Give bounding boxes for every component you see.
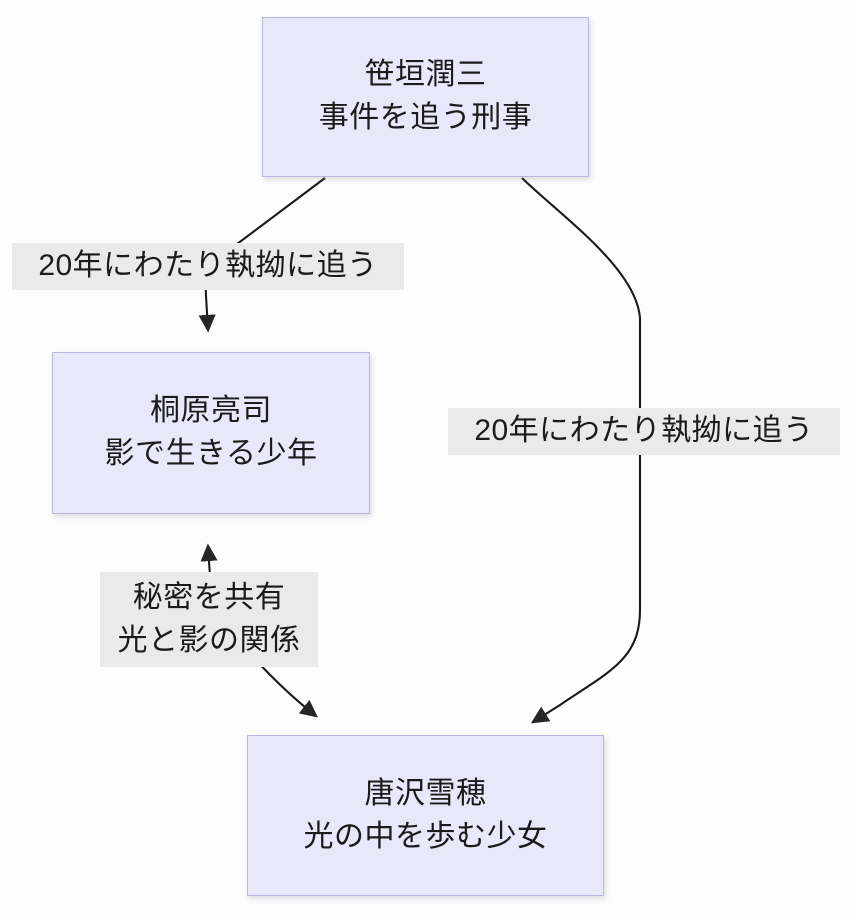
edge-label-sasagaki-to-kirihara: 20年にわたり執拗に追う [12,243,404,290]
node-karasawa-name: 唐沢雪穂 [364,776,487,810]
node-karasawa-yukiho[interactable]: 唐沢雪穂 光の中を歩む少女 [247,735,604,896]
edge-label-text: 20年にわたり執拗に追う [474,414,814,448]
node-sasagaki-name: 笹垣潤三 [364,58,487,92]
node-karasawa-role: 光の中を歩む少女 [303,819,548,853]
edge-label-sasagaki-to-karasawa: 20年にわたり執拗に追う [448,408,840,455]
edge-label-text: 20年にわたり執拗に追う [38,249,378,283]
node-kirihara-ryoji[interactable]: 桐原亮司 影で生きる少年 [52,352,370,514]
edge-label-text-line-2: 光と影の関係 [117,623,301,657]
edge-label-kirihara-karasawa: 秘密を共有 光と影の関係 [100,572,318,667]
node-kirihara-name: 桐原亮司 [150,394,272,428]
node-kirihara-role: 影で生きる少年 [104,437,318,470]
edge-label-text-line-1: 秘密を共有 [132,580,286,614]
node-sasagaki-role: 事件を追う刑事 [318,101,533,134]
node-sasagaki-junzo[interactable]: 笹垣潤三 事件を追う刑事 [262,17,589,177]
